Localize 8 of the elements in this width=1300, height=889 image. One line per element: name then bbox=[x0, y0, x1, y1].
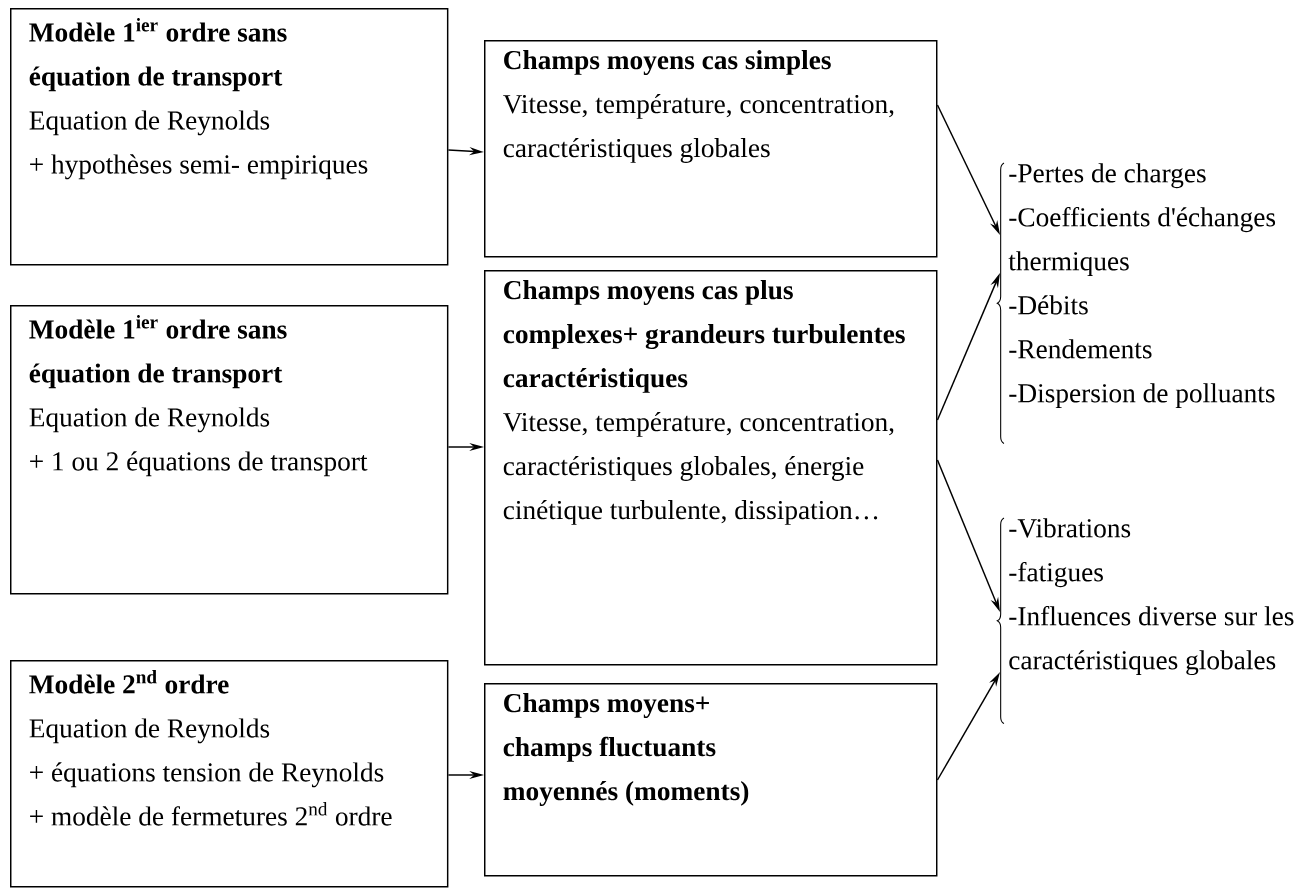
text-box: Champs moyens+ champs fluctuants moyennés (moments) bbox=[484, 683, 938, 877]
text-box: Champs moyens cas simples Vitesse, température, concentration, caractéristiques globales bbox=[484, 40, 938, 258]
text-box: Modèle 2$^{nd}$ ordre Equation de Reynolds + équations tension de Reynolds + modèle de fermetures 2$^{nd}$ ordre bbox=[10, 660, 449, 888]
text-box: Champs moyens cas plus complexes+ grandeurs turbulentes caractéristiques Vitesse, température, concentration, caractéristiques globales, énergie cinétique turbulente, dissipation… bbox=[484, 270, 938, 666]
result-list: -Vibrations -fatigues -Influences diverse sur les caractéristiques globales bbox=[1009, 518, 1294, 676]
text-box: Modèle 1$^{ier}$ ordre sans équation de transport Equation de Reynolds + hypothèses semi- empiriques bbox=[10, 8, 449, 266]
text-box: Modèle 1$^{ier}$ ordre sans équation de transport Equation de Reynolds + 1 ou 2 équations de transport bbox=[10, 305, 449, 595]
result-list: -Pertes de charges -Coefficients d'échanges thermiques -Débits -Rendements -Dispersion de polluants bbox=[1008, 163, 1276, 409]
